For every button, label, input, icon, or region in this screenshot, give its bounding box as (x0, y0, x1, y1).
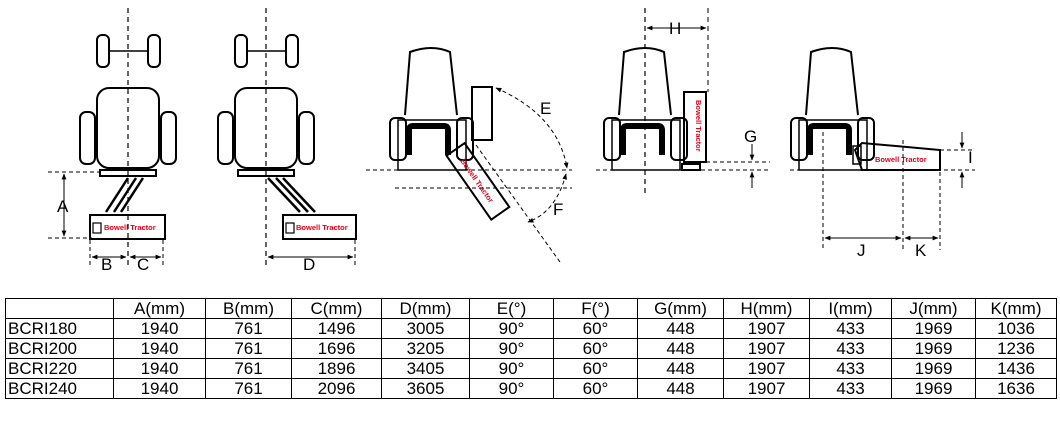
header-f: F(°) (553, 298, 638, 319)
table-row: BCRI200 1940 761 1696 3205 90° 60° 448 1… (5, 338, 1057, 359)
cell-e: 90° (469, 338, 554, 359)
cell-h: 1907 (723, 318, 810, 339)
cell-i: 433 (809, 318, 892, 339)
dimension-diagram: Bowell Tractor A B C Bowell Tractor D (48, 8, 975, 274)
brand-label-2: Bowell Tractor (296, 223, 348, 232)
header-corner (5, 298, 114, 319)
cell-a: 1940 (113, 378, 206, 399)
cell-b: 761 (205, 318, 292, 339)
cell-j: 1969 (891, 378, 976, 399)
top-view-extended (217, 8, 357, 268)
rear-view-tilt: Bowell Tractor (389, 47, 511, 221)
cell-j: 1969 (891, 358, 976, 379)
cell-f: 60° (553, 338, 638, 359)
cell-e: 90° (469, 358, 554, 379)
cell-d: 3605 (381, 378, 470, 399)
dim-a (48, 171, 100, 239)
table-header-row: A(mm) B(mm) C(mm) D(mm) E(°) F(°) G(mm) … (5, 298, 1057, 319)
table-row: BCRI220 1940 761 1896 3405 90° 60° 448 1… (5, 358, 1057, 379)
cell-g: 448 (637, 318, 724, 339)
cell-d: 3405 (381, 358, 470, 379)
cell-f: 60° (553, 358, 638, 379)
dim-d (267, 240, 356, 268)
label-f: F (553, 200, 563, 219)
header-c: C(mm) (291, 298, 382, 319)
label-b: B (101, 255, 112, 274)
cell-c: 1696 (291, 338, 382, 359)
header-e: E(°) (469, 298, 554, 319)
cell-e: 90° (469, 378, 554, 399)
table-row: BCRI180 1940 761 1496 3005 90° 60° 448 1… (5, 318, 1057, 339)
cell-a: 1940 (113, 318, 206, 339)
rear-view-reach (790, 47, 941, 171)
cell-b: 761 (205, 358, 292, 379)
cell-g: 448 (637, 358, 724, 379)
label-d: D (303, 255, 315, 274)
cell-d: 3205 (381, 338, 470, 359)
spec-table: A(mm) B(mm) C(mm) D(mm) E(°) F(°) G(mm) … (5, 298, 1057, 399)
cell-c: 1896 (291, 358, 382, 379)
header-a: A(mm) (113, 298, 206, 319)
model-name: BCRI200 (5, 338, 114, 359)
label-i: I (968, 148, 973, 167)
cell-k: 1636 (975, 378, 1057, 399)
cell-k: 1236 (975, 338, 1057, 359)
cell-b: 761 (205, 338, 292, 359)
dim-bc (89, 240, 164, 268)
cell-h: 1907 (723, 338, 810, 359)
label-a: A (57, 197, 69, 216)
label-e: E (540, 99, 551, 118)
header-g: G(mm) (637, 298, 724, 319)
dim-ef (366, 87, 572, 263)
dim-ijk (790, 132, 975, 250)
label-k: K (915, 241, 927, 260)
model-name: BCRI180 (5, 318, 114, 339)
header-j: J(mm) (891, 298, 976, 319)
cell-k: 1436 (975, 358, 1057, 379)
label-g: G (744, 127, 757, 146)
cell-j: 1969 (891, 338, 976, 359)
label-c: C (137, 255, 149, 274)
cell-b: 761 (205, 378, 292, 399)
model-name: BCRI220 (5, 358, 114, 379)
header-d: D(mm) (381, 298, 470, 319)
dim-gh (596, 8, 770, 188)
cell-g: 448 (637, 338, 724, 359)
brand-label-5: Bowell Tractor (875, 155, 927, 164)
cell-a: 1940 (113, 338, 206, 359)
model-name: BCRI240 (5, 378, 114, 399)
cell-e: 90° (469, 318, 554, 339)
brand-label-4: Bowell Tractor (694, 100, 703, 152)
cell-d: 3005 (381, 318, 470, 339)
cell-c: 1496 (291, 318, 382, 339)
header-b: B(mm) (205, 298, 292, 319)
cell-c: 2096 (291, 378, 382, 399)
brand-label-1: Bowell Tractor (104, 223, 156, 232)
cell-i: 433 (809, 358, 892, 379)
cell-a: 1940 (113, 358, 206, 379)
label-j: J (857, 241, 866, 260)
cell-f: 60° (553, 318, 638, 339)
header-h: H(mm) (723, 298, 810, 319)
cell-j: 1969 (891, 318, 976, 339)
cell-h: 1907 (723, 378, 810, 399)
label-h: H (669, 19, 681, 38)
cell-h: 1907 (723, 358, 810, 379)
top-view-offset (79, 8, 177, 268)
header-i: I(mm) (809, 298, 892, 319)
cell-f: 60° (553, 378, 638, 399)
cell-g: 448 (637, 378, 724, 399)
header-k: K(mm) (975, 298, 1057, 319)
table-row: BCRI240 1940 761 2096 3605 90° 60° 448 1… (5, 378, 1057, 399)
rear-view-raised (603, 8, 707, 196)
cell-k: 1036 (975, 318, 1057, 339)
cell-i: 433 (809, 378, 892, 399)
cell-i: 433 (809, 338, 892, 359)
